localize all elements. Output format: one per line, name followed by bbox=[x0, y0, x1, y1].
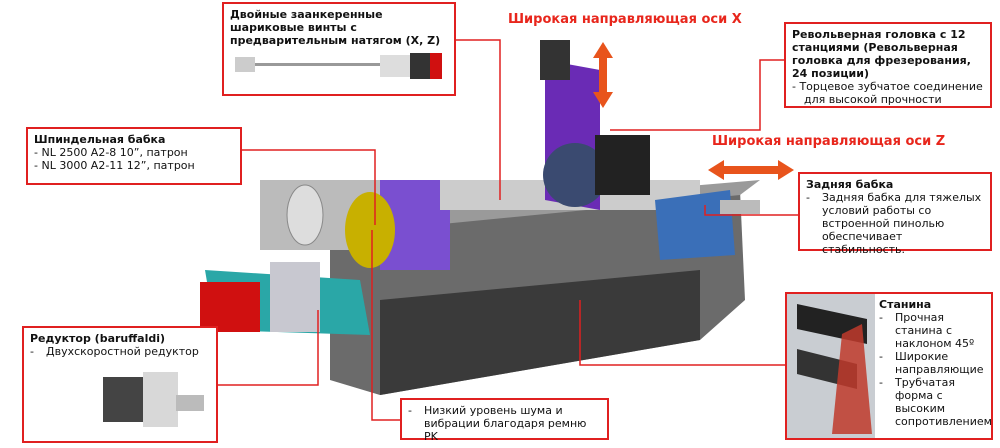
bed-callout: Станина -Прочная станина с наклоном 45º … bbox=[785, 292, 993, 440]
ballscrew-image bbox=[235, 53, 442, 79]
spindle-assembly bbox=[260, 180, 450, 270]
gearbox-item: Двухскоростной редуктор bbox=[46, 345, 199, 358]
spindle-callout: Шпиндельная бабка - NL 2500 A2-8 10”, па… bbox=[26, 127, 242, 185]
spindle-item: - NL 3000 A2-11 12”, патрон bbox=[34, 159, 195, 172]
bullet: - bbox=[879, 350, 883, 363]
tailstock-title: Задняя бабка bbox=[806, 178, 894, 191]
motor-bracket bbox=[200, 262, 370, 335]
bullet: - bbox=[879, 311, 883, 324]
bullet: - bbox=[30, 345, 34, 358]
gearbox-image bbox=[103, 372, 204, 427]
spindle-title: Шпиндельная бабка bbox=[34, 133, 166, 146]
bullet: - bbox=[879, 376, 883, 389]
bed-section-image bbox=[787, 294, 875, 438]
bed-item: Прочная станина с наклоном 45º bbox=[895, 311, 975, 350]
turret-item: для высокой прочности bbox=[804, 93, 942, 106]
gearbox-title: Редуктор (baruffaldi) bbox=[30, 332, 166, 345]
tailstock-item: Задняя бабка для тяжелых условий работы … bbox=[822, 191, 982, 256]
bullet: - bbox=[408, 404, 412, 417]
belt-item: Низкий уровень шума и вибрации благодаря… bbox=[424, 404, 587, 443]
z-axis-label: Широкая направляющая оси Z bbox=[712, 134, 946, 149]
spindle-item: - NL 2500 A2-8 10”, патрон bbox=[34, 146, 188, 159]
tailstock-callout: Задняя бабка -Задняя бабка для тяжелых у… bbox=[798, 172, 992, 256]
leader-lines bbox=[218, 39, 798, 421]
ballscrew-callout: Двойные заанкеренные шариковые винты с п… bbox=[222, 2, 456, 96]
tailstock bbox=[655, 190, 760, 260]
bed-item: Широкие направляющие bbox=[895, 350, 984, 376]
bed-title: Станина bbox=[879, 298, 932, 311]
axis-arrows bbox=[593, 42, 794, 180]
belt-callout: -Низкий уровень шума и вибрации благодар… bbox=[400, 398, 609, 443]
bed-item: Трубчатая форма с высоким сопротивлением bbox=[895, 376, 992, 428]
turret-item: - Торцевое зубчатое соединение bbox=[792, 80, 983, 93]
turret-title: Револьверная головка с 12 станциями (Рев… bbox=[792, 28, 971, 80]
bullet: - bbox=[806, 191, 810, 204]
gearbox-callout: Редуктор (baruffaldi) -Двухскоростной ре… bbox=[22, 326, 218, 443]
x-axis-label: Широкая направляющая оси X bbox=[508, 12, 742, 27]
turret-callout: Револьверная головка с 12 станциями (Рев… bbox=[784, 22, 992, 108]
ballscrew-title: Двойные заанкеренные шариковые винты с п… bbox=[230, 8, 441, 47]
turret bbox=[540, 40, 650, 210]
